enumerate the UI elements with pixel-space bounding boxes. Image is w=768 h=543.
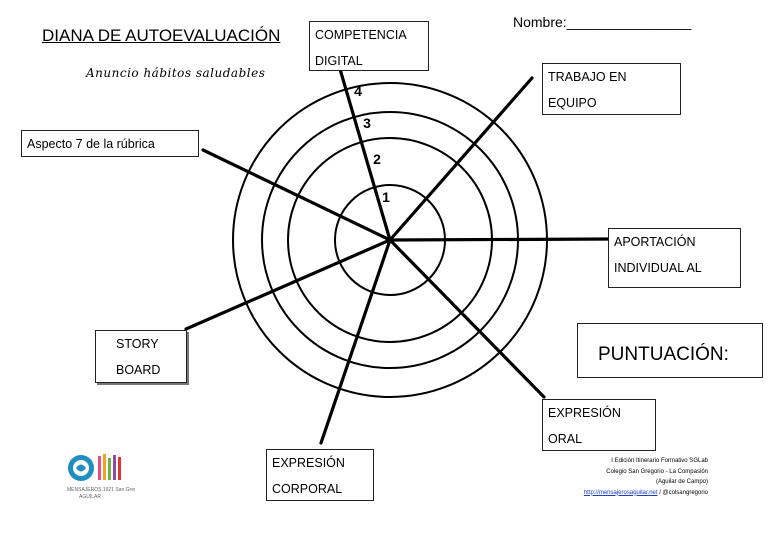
ring-label-3: 3	[363, 115, 371, 131]
ring-label-4: 4	[354, 83, 362, 99]
spoke-expresion-oral	[388, 238, 546, 399]
puntuacion-box: PUNTUACIÓN:	[577, 323, 763, 378]
spoke-story	[184, 238, 392, 331]
ring-label-2: 2	[373, 151, 381, 167]
category-box-aspecto-7: Aspecto 7 de la rúbrica	[21, 130, 199, 157]
category-box-trabajo-en-equipo: TRABAJO EN EQUIPO	[542, 63, 681, 115]
category-box-story-board: STORY BOARD	[95, 330, 187, 383]
category-box-competencia-digital: COMPETENCIA DIGITAL	[309, 21, 429, 71]
credits-line: Colegio San Gregorio - La Compasión	[606, 468, 708, 475]
puntuacion-label: PUNTUACIÓN:	[598, 344, 729, 365]
category-label: EXPRESIÓN	[272, 456, 345, 470]
website-link[interactable]: http://mensajerosaguilar.net	[583, 489, 658, 496]
category-label: APORTACIÓN	[614, 235, 696, 249]
name-field[interactable]: Nombre:________________	[513, 14, 692, 30]
spoke-competencia	[333, 50, 392, 242]
spoke-trabajo	[388, 76, 534, 242]
credits-line: (Aguilar de Campo)	[655, 479, 708, 485]
svg-text:MENSAJEROS 1921 San Gregorio: MENSAJEROS 1921 San Gregorio	[67, 487, 135, 493]
category-label: EQUIPO	[548, 96, 597, 110]
page-title: DIANA DE AUTOEVALUACIÓN	[42, 26, 281, 45]
credits-line: I Edición Itinerario Formativo SGLab	[611, 458, 708, 464]
category-label: STORY	[116, 337, 159, 351]
category-box-expresion-corporal: EXPRESIÓN CORPORAL	[266, 449, 374, 501]
ring-label-1: 1	[382, 189, 390, 205]
credits: I Edición Itinerario Formativo SGLab Col…	[548, 456, 708, 498]
category-label: EXPRESIÓN	[548, 406, 621, 420]
category-label: BOARD	[116, 363, 161, 377]
school-logo-icon: MENSAJEROS 1921 San Gregorio AGUILAR	[67, 454, 135, 500]
spoke-aportacion	[388, 237, 612, 242]
category-label: Aspecto 7 de la rúbrica	[27, 137, 155, 151]
spoke-expresion-corporal	[319, 238, 392, 445]
ring-number-labels: 1 2 34	[354, 83, 390, 205]
page-subtitle: Anuncio hábitos saludables	[86, 66, 266, 80]
credits-line: http://mensajerosaguilar.net / @colsangr…	[548, 488, 708, 499]
category-label: INDIVIDUAL AL	[614, 261, 702, 275]
twitter-handle: / @colsangregorio	[657, 489, 708, 496]
target-spokes	[184, 50, 612, 445]
category-box-expresion-oral: EXPRESIÓN ORAL	[542, 399, 656, 451]
category-label: ORAL	[548, 432, 583, 446]
category-label: DIGITAL	[315, 54, 363, 68]
spoke-aspecto7	[201, 148, 392, 242]
category-label: COMPETENCIA	[315, 28, 407, 42]
category-label: CORPORAL	[272, 482, 343, 496]
category-label: TRABAJO EN	[548, 70, 627, 84]
category-box-aportacion-individual: APORTACIÓN INDIVIDUAL AL	[608, 228, 741, 288]
svg-text:AGUILAR: AGUILAR	[79, 494, 101, 500]
